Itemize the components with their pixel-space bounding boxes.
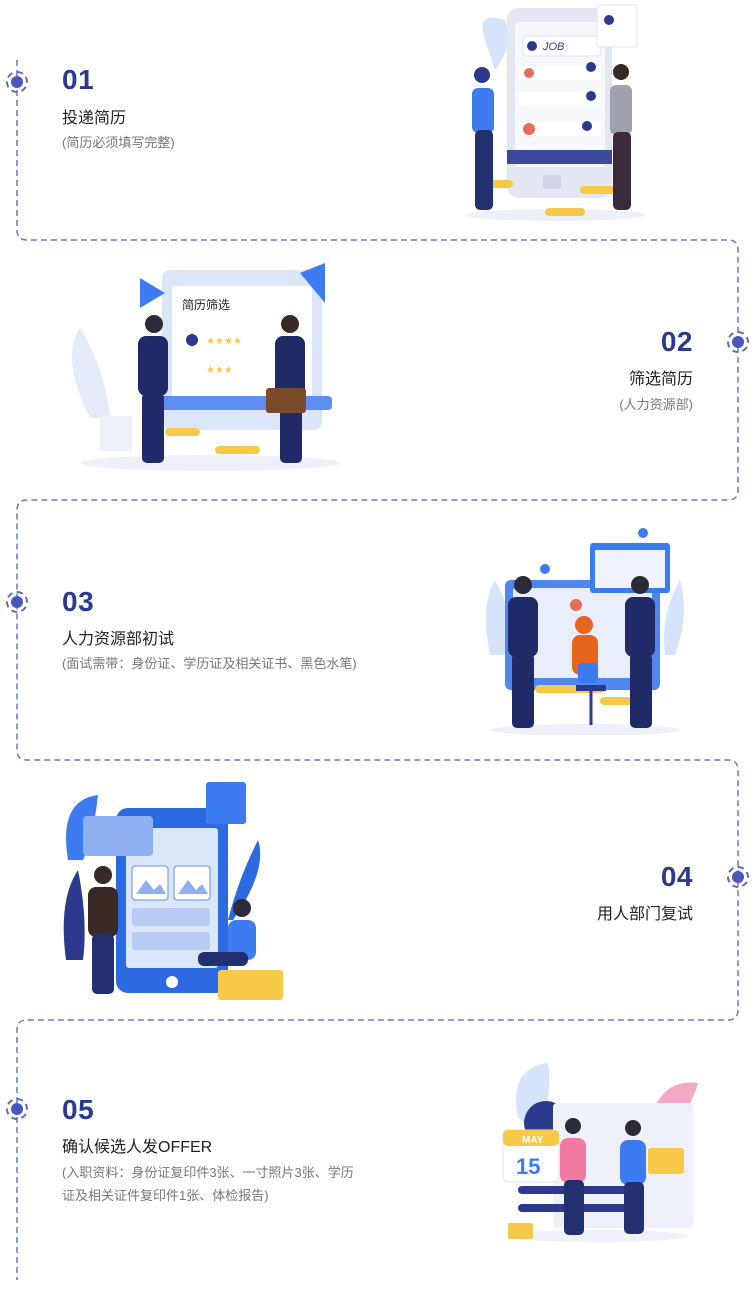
calendar-month: MAY <box>522 1135 544 1146</box>
step-01-number: 01 <box>62 64 95 95</box>
step-03-title: 人力资源部初试 <box>62 631 175 648</box>
step-03-number: 03 <box>62 586 95 617</box>
step-01-note: (简历必须填写完整) <box>62 135 175 150</box>
resume-screening-illustration: 简历筛选 ★★★★ ★★★ <box>72 263 340 471</box>
step-02-title: 筛选简历 <box>628 371 693 388</box>
step-04-title: 用人部门复试 <box>596 906 693 923</box>
offer-illustration: MAY 15 <box>502 1063 698 1242</box>
step-05-number: 05 <box>62 1094 95 1125</box>
department-interview-illustration <box>63 782 283 1000</box>
svg-text:★★★: ★★★ <box>206 365 233 376</box>
step-04-marker <box>727 866 749 888</box>
job-board-label: JOB <box>542 41 564 53</box>
job-application-illustration: JOB <box>465 4 645 221</box>
step-05-note-line1: (入职资料：身份证复印件3张、一寸照片3张、学历 <box>62 1165 354 1180</box>
screening-label: 简历筛选 <box>182 297 230 312</box>
step-02-number: 02 <box>660 326 693 357</box>
hr-interview-illustration <box>486 528 684 735</box>
step-02-note: (人力资源部) <box>619 397 693 412</box>
step-02-marker <box>727 331 749 353</box>
step-03-note: (面试需带：身份证、学历证及相关证书、黑色水笔) <box>62 656 357 671</box>
step-01-marker <box>6 71 28 93</box>
step-04-number: 04 <box>660 861 693 892</box>
step-05-marker <box>6 1098 28 1120</box>
svg-text:★★★★: ★★★★ <box>206 336 242 347</box>
step-03-marker <box>6 591 28 613</box>
step-01-title: 投递简历 <box>62 110 127 127</box>
step-05-note-line2: 证及相关证件复印件1张、体检报告) <box>62 1188 269 1203</box>
calendar-day: 15 <box>516 1154 540 1179</box>
step-05-title: 确认候选人发OFFER <box>62 1139 213 1156</box>
